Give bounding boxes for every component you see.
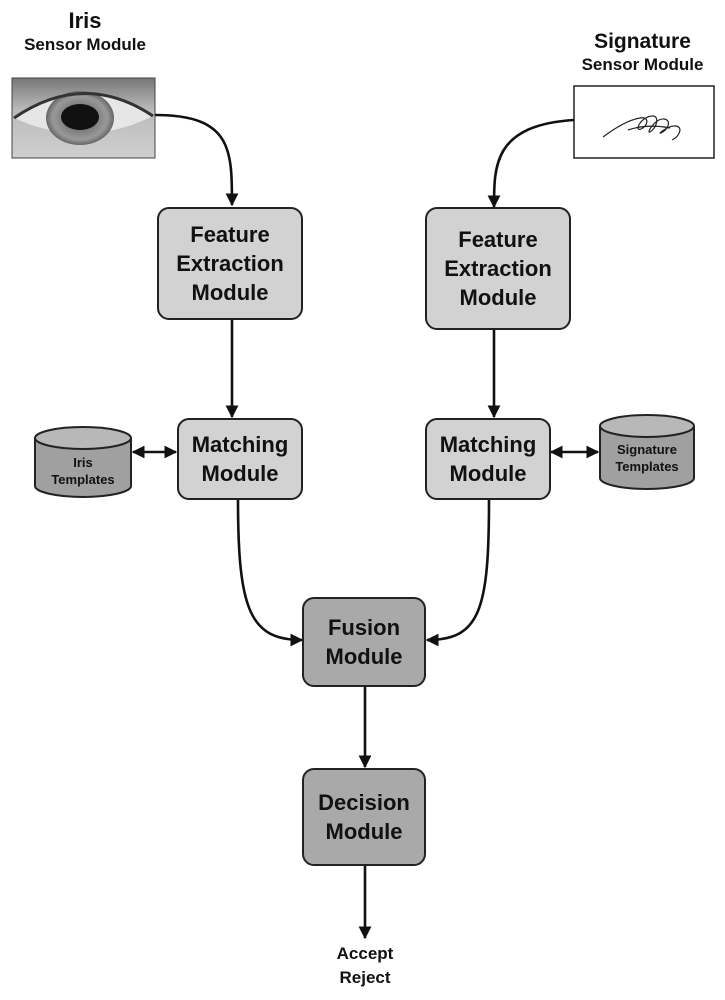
- output-accept: Accept: [336, 944, 394, 963]
- right-feature-line-2: Extraction: [444, 256, 552, 281]
- iris-sensor-title: Iris: [68, 8, 102, 33]
- fusion-line-1: Fusion: [327, 615, 401, 640]
- signature-sensor-label: Signature Sensor Module: [560, 30, 725, 76]
- iris-templates-label: Iris Templates: [35, 454, 131, 488]
- left-matching-line-1: Matching: [191, 432, 289, 457]
- right-feature-line-1: Feature: [458, 227, 538, 252]
- iris-templates-line-1: Iris: [73, 455, 93, 470]
- arrow-iris-to-feature: [154, 113, 239, 207]
- output-label: Accept Reject: [315, 942, 415, 990]
- signature-templates-cylinder: [599, 414, 695, 490]
- fusion-box: Fusion Module: [302, 597, 426, 687]
- fusion-line-2: Module: [325, 644, 403, 669]
- left-feature-line-3: Module: [191, 280, 269, 305]
- output-reject: Reject: [339, 968, 391, 987]
- left-feature-line-1: Feature: [190, 222, 270, 247]
- right-feature-line-3: Module: [459, 285, 537, 310]
- signature-templates-line-1: Signature: [617, 442, 677, 457]
- signature-sensor-subtitle: Sensor Module: [581, 55, 704, 74]
- iris-sensor-subtitle: Sensor Module: [24, 35, 146, 54]
- arrow-signature-to-feature: [487, 118, 575, 209]
- left-feature-extraction-box: Feature Extraction Module: [157, 207, 303, 320]
- right-matching-line-2: Module: [449, 461, 527, 486]
- left-matching-line-2: Module: [201, 461, 279, 486]
- iris-templates-line-2: Templates: [51, 472, 115, 487]
- right-matching-box: Matching Module: [425, 418, 551, 500]
- left-feature-line-2: Extraction: [176, 251, 284, 276]
- decision-line-2: Module: [325, 819, 403, 844]
- iris-sensor-label: Iris Sensor Module: [0, 8, 170, 56]
- signature-sensor-title: Signature: [594, 30, 691, 53]
- iris-eye-image: [11, 77, 156, 159]
- decision-box: Decision Module: [302, 768, 426, 866]
- left-matching-box: Matching Module: [177, 418, 303, 500]
- arrow-left-matching-to-fusion: [236, 499, 304, 647]
- arrow-right-matching-to-fusion: [425, 499, 491, 647]
- decision-line-1: Decision: [318, 790, 410, 815]
- iris-templates-cylinder: [34, 426, 132, 498]
- right-feature-extraction-box: Feature Extraction Module: [425, 207, 571, 330]
- signature-templates-label: Signature Templates: [600, 441, 694, 475]
- signature-templates-line-2: Templates: [615, 459, 679, 474]
- right-matching-line-1: Matching: [439, 432, 537, 457]
- signature-image: [573, 85, 715, 159]
